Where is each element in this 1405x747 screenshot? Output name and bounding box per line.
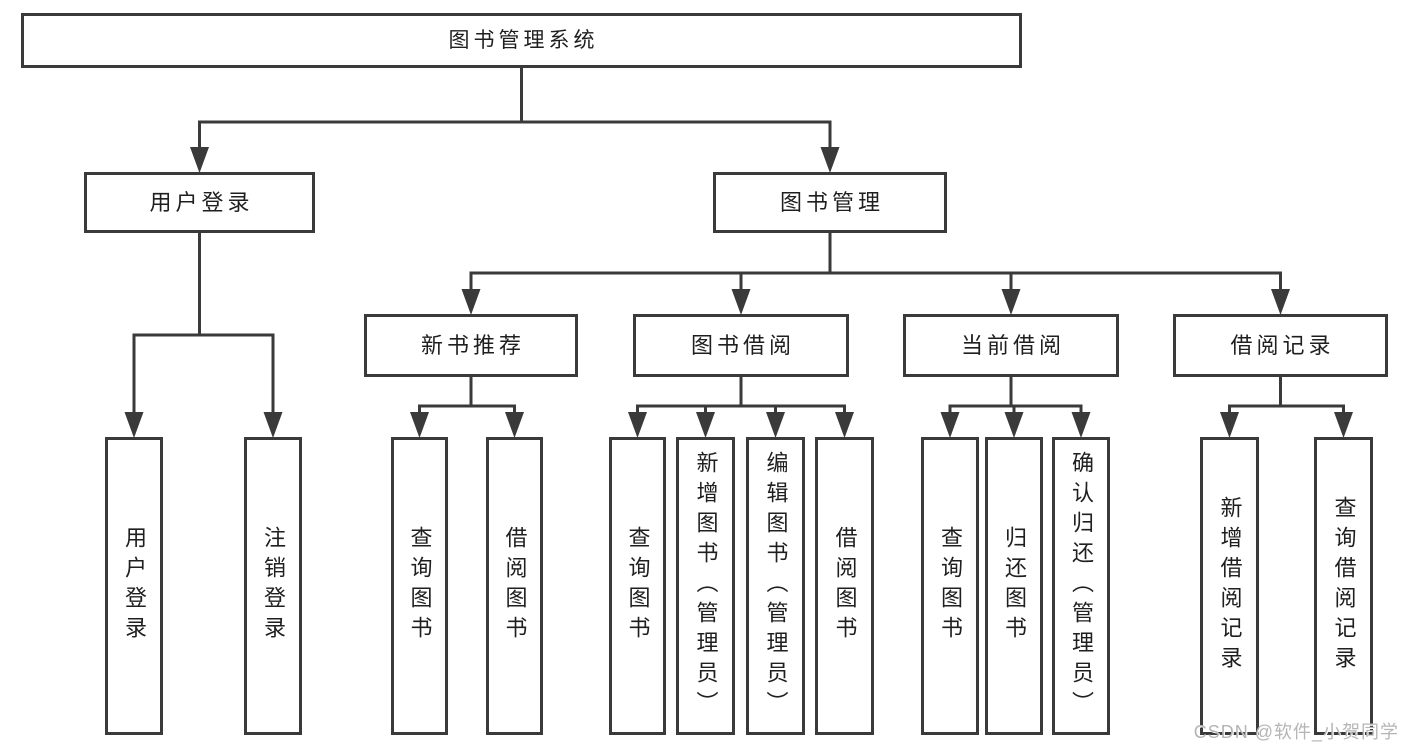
- arrowhead: [1271, 289, 1290, 315]
- node-leaf-add-borrow-rec: 新增借阅记录: [1200, 437, 1259, 735]
- node-book-mgmt: 图书管理: [713, 172, 947, 233]
- node-label: 查询图书: [407, 526, 433, 646]
- node-label: 归还图书: [1002, 526, 1027, 646]
- node-user-login: 用户登录: [84, 172, 315, 233]
- arrowhead: [461, 289, 481, 315]
- node-label: 用户登录: [149, 189, 254, 215]
- node-label: 查询图书: [938, 526, 963, 646]
- node-leaf-edit-book: 编辑图书（管理员）: [746, 437, 805, 735]
- node-book-borrow: 图书借阅: [633, 314, 849, 377]
- node-leaf-add-book: 新增图书（管理员）: [676, 437, 735, 735]
- arrowhead: [731, 289, 751, 315]
- node-label: 图书管理: [779, 189, 884, 215]
- arrowhead: [1004, 412, 1024, 438]
- node-label: 新书推荐: [420, 332, 525, 358]
- arrowhead: [410, 412, 429, 438]
- node-label: 图书管理系统: [448, 29, 599, 52]
- arrowhead: [190, 147, 209, 173]
- node-label: 确认归还（管理员）: [1069, 451, 1094, 721]
- node-label: 借阅图书: [502, 526, 528, 646]
- node-new-book-rec: 新书推荐: [364, 314, 578, 377]
- arrowhead: [263, 412, 283, 438]
- arrowhead: [835, 412, 854, 438]
- node-label: 查询借阅记录: [1331, 496, 1357, 676]
- node-current-borrow: 当前借阅: [903, 314, 1119, 377]
- node-label: 查询图书: [625, 526, 651, 646]
- node-label: 新增借阅记录: [1217, 496, 1243, 676]
- node-leaf-query-book-1: 查询图书: [391, 437, 448, 735]
- node-leaf-borrow-book-2: 借阅图书: [815, 437, 874, 735]
- node-leaf-return-book: 归还图书: [985, 437, 1043, 735]
- node-leaf-query-borrow-rec: 查询借阅记录: [1314, 437, 1373, 735]
- arrowhead: [1071, 412, 1091, 438]
- node-leaf-query-book-3: 查询图书: [921, 437, 979, 735]
- node-borrow-records: 借阅记录: [1173, 314, 1388, 377]
- node-root: 图书管理系统: [21, 13, 1022, 68]
- arrowhead: [1001, 289, 1021, 315]
- arrowhead: [696, 412, 715, 438]
- node-label: 新增图书（管理员）: [693, 451, 719, 721]
- arrowhead: [940, 412, 960, 438]
- node-label: 用户登录: [122, 526, 147, 646]
- node-label: 图书借阅: [690, 332, 795, 358]
- arrowhead: [1220, 412, 1239, 438]
- arrowhead: [820, 147, 840, 173]
- node-label: 编辑图书（管理员）: [763, 451, 789, 721]
- arrowhead: [628, 412, 647, 438]
- arrowhead: [124, 412, 144, 438]
- arrowhead: [766, 412, 785, 438]
- arrowhead: [1334, 412, 1353, 438]
- node-leaf-borrow-book-1: 借阅图书: [486, 437, 543, 735]
- node-leaf-logout: 注销登录: [244, 437, 302, 735]
- node-label: 当前借阅: [960, 332, 1065, 358]
- node-leaf-user-login: 用户登录: [105, 437, 163, 735]
- node-label: 借阅图书: [832, 526, 858, 646]
- node-label: 注销登录: [261, 526, 286, 646]
- node-leaf-query-book-2: 查询图书: [609, 437, 666, 735]
- node-leaf-confirm-return: 确认归还（管理员）: [1052, 437, 1110, 735]
- arrowhead: [505, 412, 524, 438]
- node-label: 借阅记录: [1230, 332, 1335, 358]
